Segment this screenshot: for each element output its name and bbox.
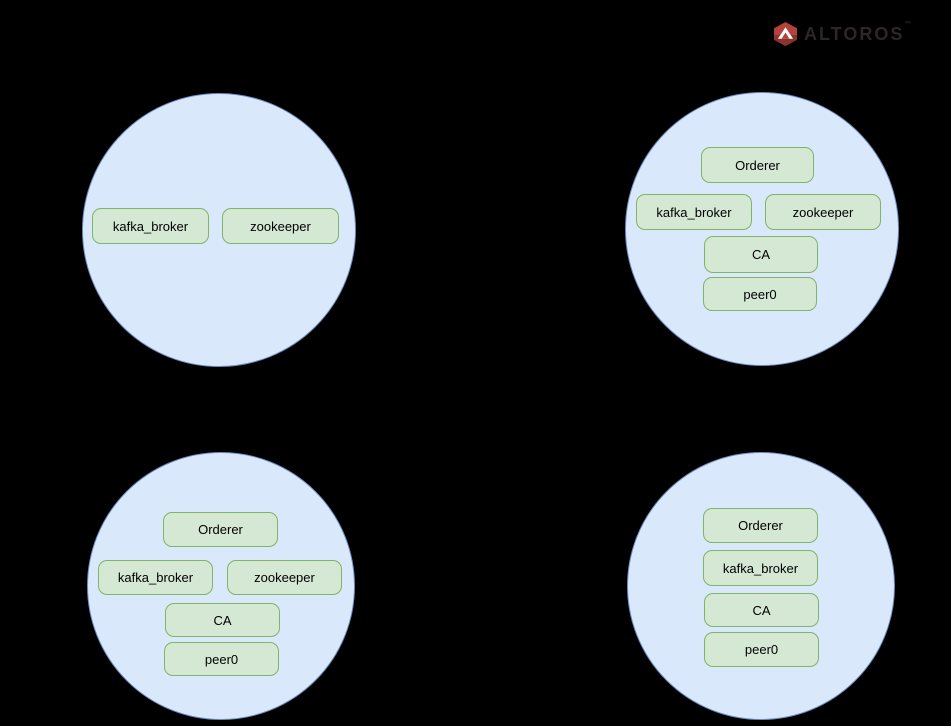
node-peer0: peer0 xyxy=(703,277,817,311)
altoros-logo: ALTOROS™ xyxy=(774,21,911,46)
node-kafka-broker: kafka_broker xyxy=(703,550,818,586)
node-peer0: peer0 xyxy=(164,642,279,676)
node-zookeeper: zookeeper xyxy=(227,560,342,595)
node-ca: CA xyxy=(704,236,818,273)
altoros-hexagon-icon xyxy=(774,22,797,46)
brand-name: ALTOROS xyxy=(804,24,905,44)
node-kafka-broker: kafka_broker xyxy=(92,208,209,244)
node-zookeeper: zookeeper xyxy=(222,208,339,244)
hexagon-shadow xyxy=(774,35,797,46)
node-ca: CA xyxy=(165,603,280,637)
node-zookeeper: zookeeper xyxy=(765,194,881,230)
mountain-notch xyxy=(781,32,790,39)
node-orderer: Orderer xyxy=(703,508,818,543)
altoros-logo-text: ALTOROS™ xyxy=(804,21,911,44)
node-orderer: Orderer xyxy=(701,147,814,183)
node-peer0: peer0 xyxy=(704,632,819,667)
node-kafka-broker: kafka_broker xyxy=(636,194,752,230)
trademark-symbol: ™ xyxy=(904,21,912,28)
node-ca: CA xyxy=(704,593,819,627)
org-circle-bottom-right xyxy=(627,452,895,720)
node-orderer: Orderer xyxy=(163,512,278,547)
node-kafka-broker: kafka_broker xyxy=(98,560,213,595)
